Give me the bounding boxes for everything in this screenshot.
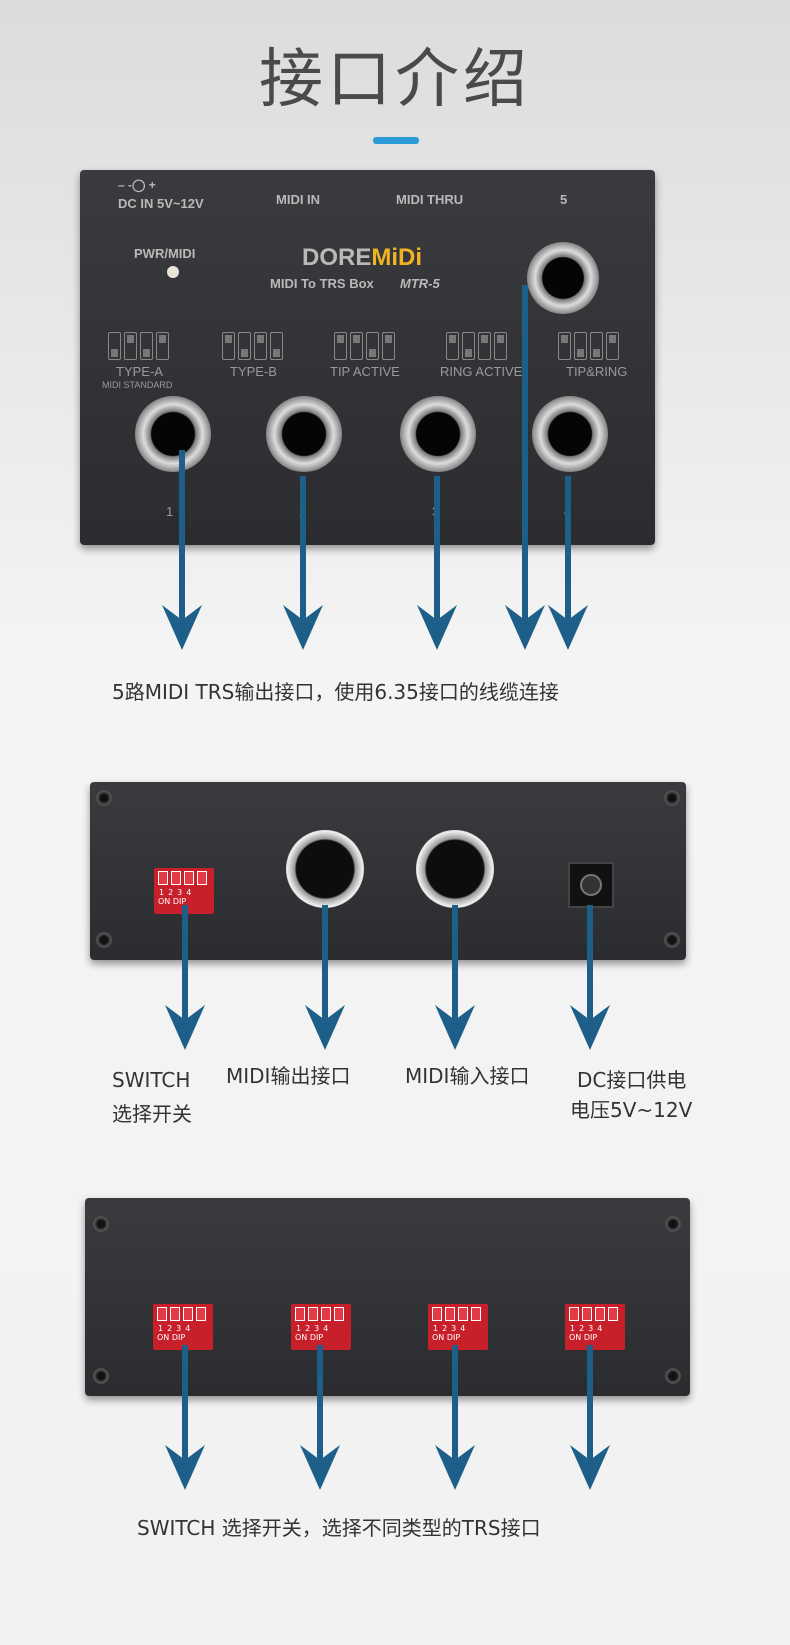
model-label: MTR-5: [400, 276, 440, 291]
arrow-icon: [165, 1345, 205, 1490]
screw-icon: [93, 1368, 109, 1384]
midi-thru-label: MIDI THRU: [396, 192, 464, 207]
dip-on-label: ON DIP: [295, 1333, 324, 1342]
mode-dip-icon: [558, 332, 619, 360]
pwr-label: PWR/MIDI: [134, 246, 196, 261]
label-switch-1: SWITCH: [112, 1068, 191, 1092]
screw-icon: [665, 1216, 681, 1232]
brand-b: MiDi: [371, 244, 423, 271]
arrow-icon: [300, 1345, 340, 1490]
midi-out-port: [286, 830, 364, 908]
dip-numbers: 1234: [433, 1324, 470, 1333]
dc-power-port: [568, 862, 614, 908]
midi-in-port: [416, 830, 494, 908]
dc-in-label: DC IN 5V~12V: [118, 196, 204, 211]
page-title: 接口介绍: [259, 43, 531, 117]
mode-dip-icon: [334, 332, 395, 360]
jack-5: [527, 242, 599, 314]
label-dc-2: 电压5V~12V: [570, 1098, 693, 1122]
midi-in-label: MIDI IN: [276, 192, 321, 207]
arrow-icon: [505, 285, 545, 650]
dip-numbers: 1234: [158, 1324, 195, 1333]
label-midi-out: MIDI输出接口: [226, 1064, 351, 1088]
mode-label: TYPE-A: [116, 364, 163, 379]
dip-on-label: ON DIP: [157, 1333, 186, 1342]
brand-a: DORE: [302, 244, 372, 271]
jack-3: [400, 396, 476, 472]
label-midi-in: MIDI输入接口: [405, 1064, 530, 1088]
dip-numbers: 1234: [159, 888, 196, 897]
mode-label: TYPE-B: [230, 364, 277, 379]
screw-icon: [664, 790, 680, 806]
screw-icon: [96, 932, 112, 948]
mode-dip-icon: [222, 332, 283, 360]
arrow-icon: [417, 476, 457, 650]
arrow-icon: [548, 476, 588, 650]
jack-4: [532, 396, 608, 472]
arrow-icon: [305, 905, 345, 1050]
screw-icon: [665, 1368, 681, 1384]
mode-sub-label: MIDI STANDARD: [102, 380, 173, 390]
mode-dip-icon: [446, 332, 507, 360]
dip-on-label: ON DIP: [569, 1333, 598, 1342]
arrow-icon: [570, 905, 610, 1050]
mode-dip-icon: [108, 332, 169, 360]
dip-numbers: 1234: [570, 1324, 607, 1333]
dip-on-label: ON DIP: [158, 897, 187, 906]
port-1-label: 1: [166, 504, 174, 519]
arrow-icon: [435, 1345, 475, 1490]
dip-on-label: ON DIP: [432, 1333, 461, 1342]
top-panel-image: – -◯ + DC IN 5V~12V MIDI IN MIDI THRU 5 …: [80, 170, 655, 545]
title-underline: [373, 137, 419, 144]
arrow-icon: [435, 905, 475, 1050]
mode-label: TIP&RING: [566, 364, 628, 379]
arrow-icon: [162, 450, 202, 650]
label-dc-1: DC接口供电: [577, 1068, 687, 1092]
screw-icon: [93, 1216, 109, 1232]
arrow-icon: [283, 476, 323, 650]
led-icon: [167, 266, 179, 278]
jack-2: [266, 396, 342, 472]
port5-label: 5: [560, 192, 568, 207]
caption-trs-outputs: 5路MIDI TRS输出接口，使用6.35接口的线缆连接: [112, 680, 559, 704]
screw-icon: [96, 790, 112, 806]
dip-numbers: 1234: [296, 1324, 333, 1333]
arrow-icon: [165, 905, 205, 1050]
mode-label: TIP ACTIVE: [330, 364, 400, 379]
brand-logo: DOREMiDi: [302, 244, 422, 272]
label-switch-2: 选择开关: [112, 1102, 192, 1126]
product-label: MIDI To TRS Box: [270, 276, 374, 291]
caption-switch: SWITCH 选择开关，选择不同类型的TRS接口: [137, 1516, 541, 1540]
screw-icon: [664, 932, 680, 948]
jack-1: [135, 396, 211, 472]
arrow-icon: [570, 1345, 610, 1490]
mode-label: RING ACTIVE: [440, 364, 523, 379]
